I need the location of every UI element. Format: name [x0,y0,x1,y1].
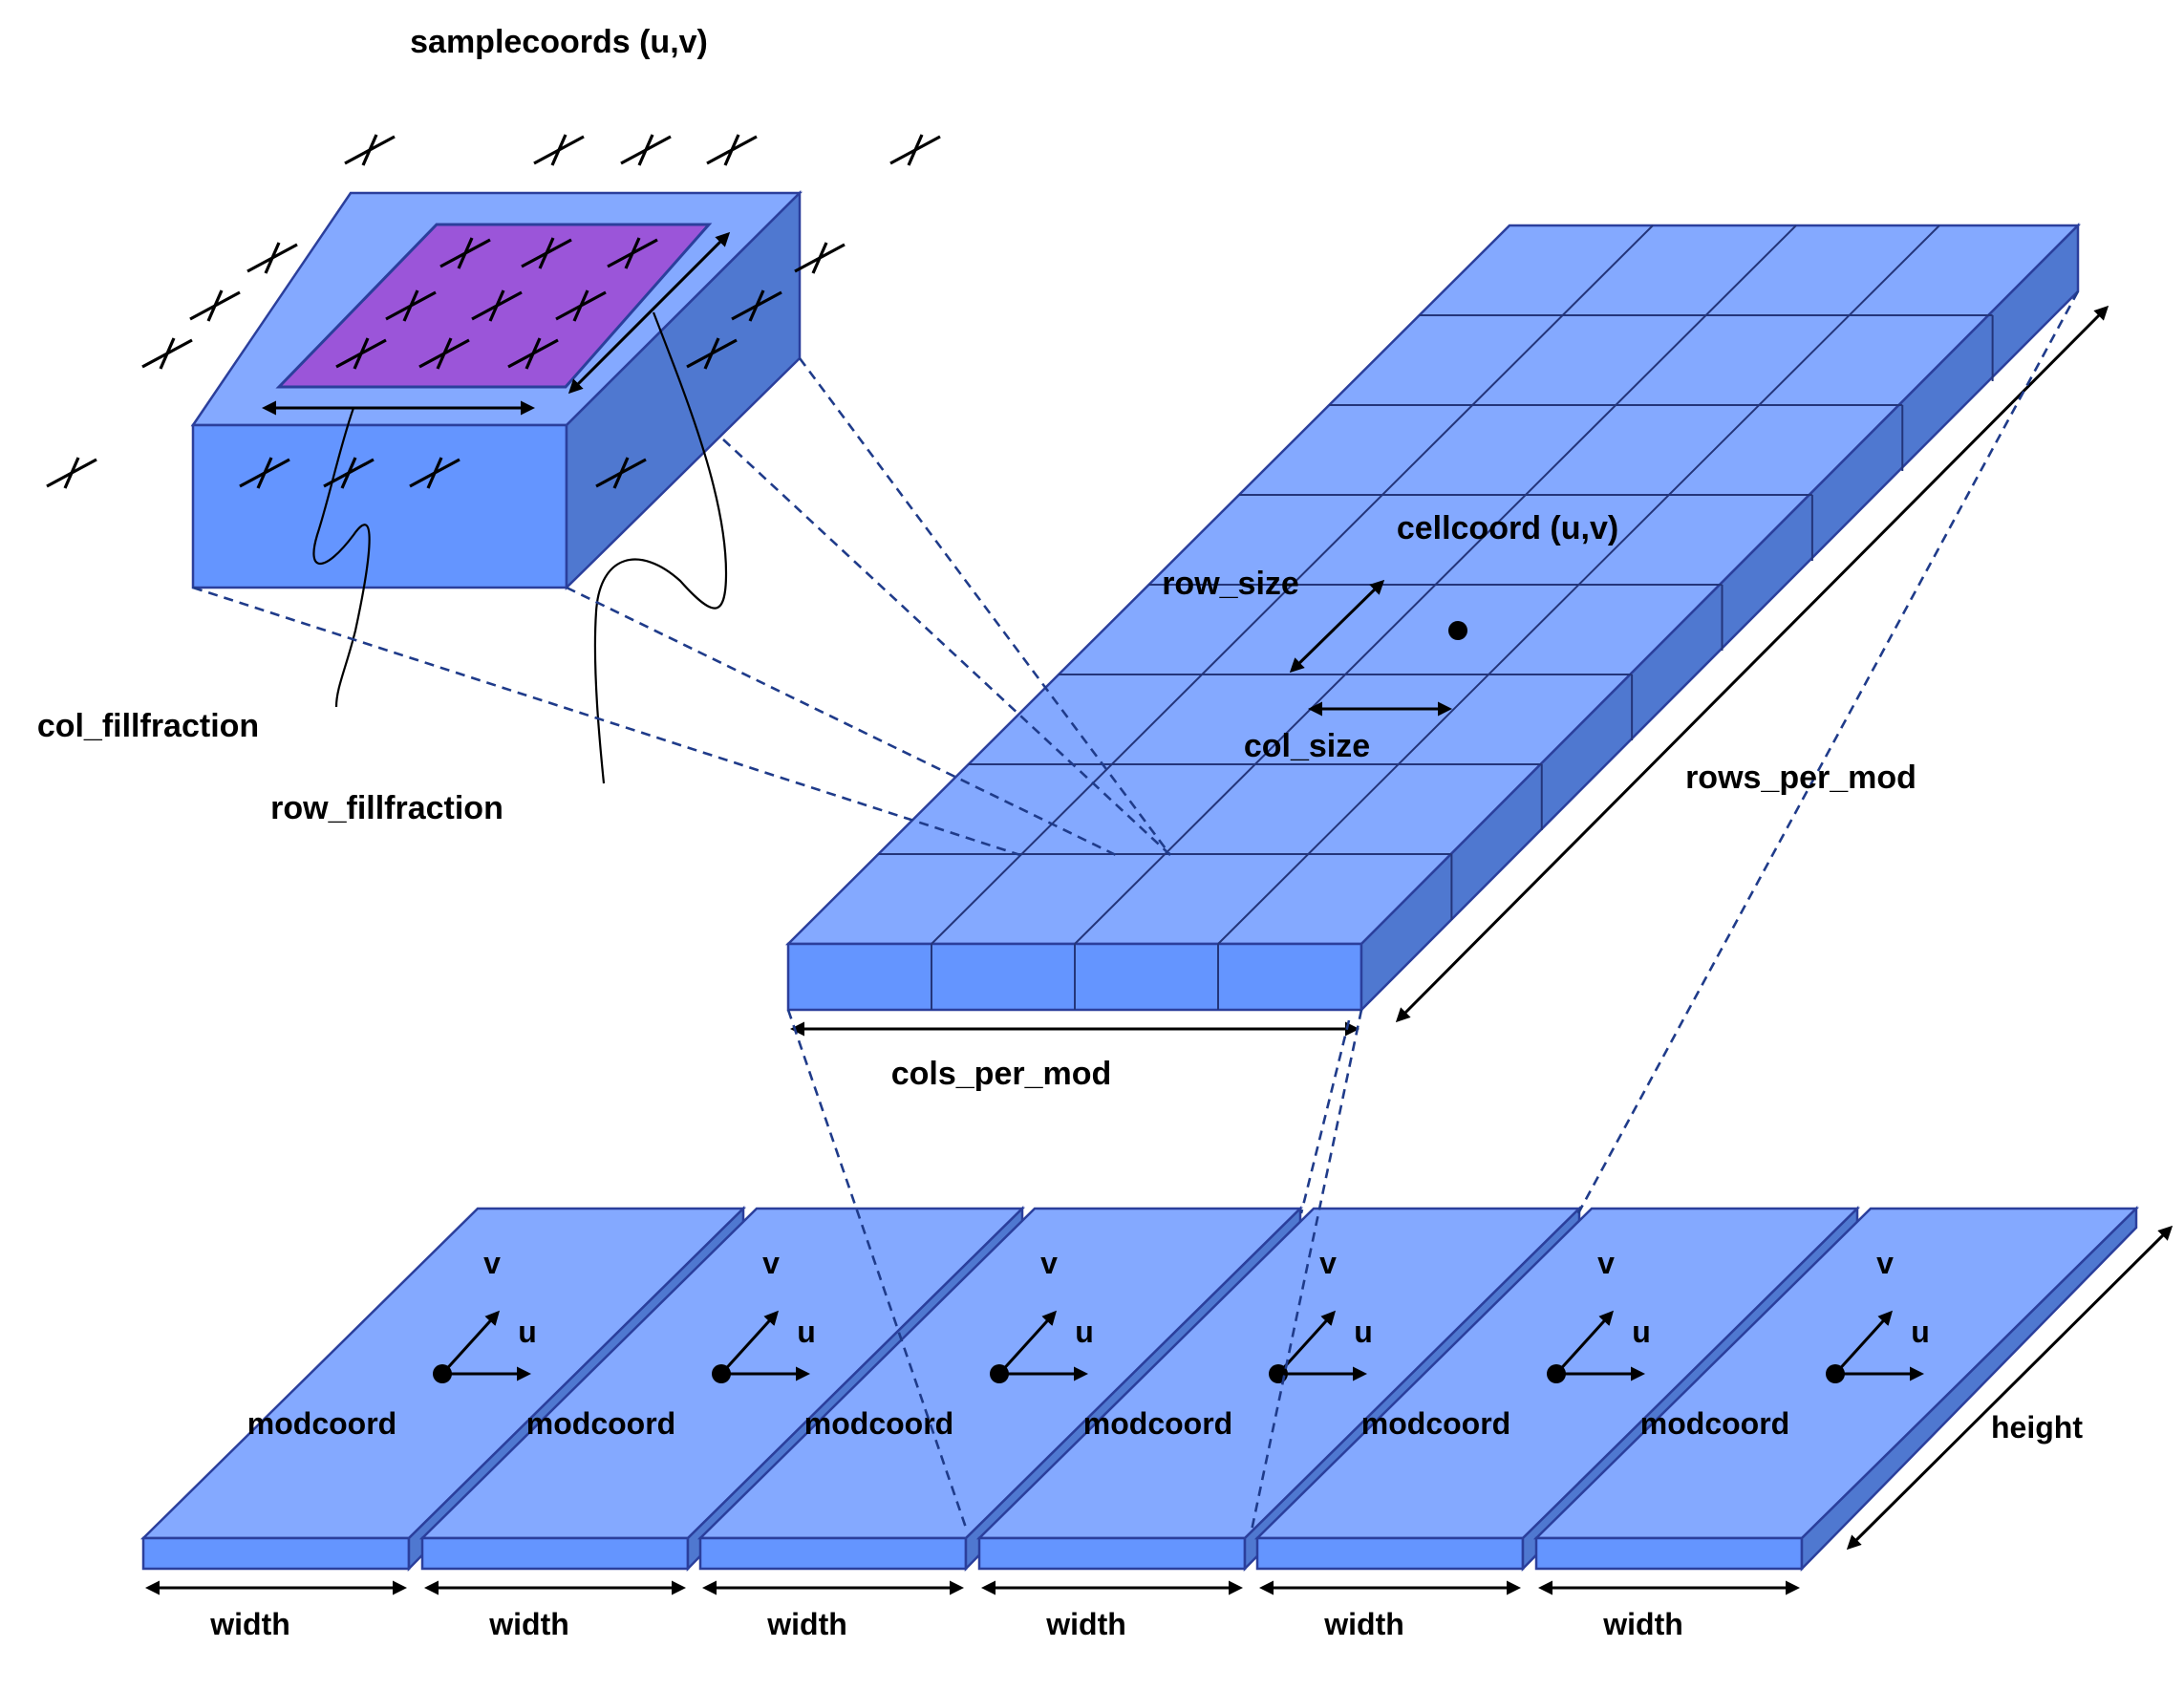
module-front-face [1534,1536,1804,1571]
sample-mark [457,237,474,269]
v-axis-label: v [1319,1246,1337,1280]
v-axis-label: v [1040,1246,1058,1280]
sample-mark [264,242,281,274]
v-axis-arrow [1554,1310,1615,1376]
u-axis-label: u [797,1315,816,1349]
sample-mark [811,242,828,274]
sample-mark [426,457,443,489]
cols-per-mod-label: cols_per_mod [891,1056,1112,1092]
modcoord-origin [433,1364,452,1383]
module-cell-grid [784,222,2109,1037]
sample-mark [525,337,542,370]
sample-mark [488,289,505,322]
v-axis-label: v [483,1246,501,1280]
col-fillfraction-label: col_fillfraction [37,708,259,744]
modcoord-label: modcoord [804,1406,953,1441]
modcoord-origin [712,1364,731,1383]
sample-mark [907,134,924,166]
v-axis-label: v [1876,1246,1894,1280]
zoomed-cell [46,134,941,784]
u-axis-label: u [1075,1315,1094,1349]
row-fillfraction-label: row_fillfraction [270,790,503,826]
sample-mark [361,134,378,166]
sample-mark [340,457,357,489]
sample-mark [159,337,176,370]
modcoord-origin [1826,1364,1845,1383]
modcoord-label: modcoord [247,1406,396,1441]
module-front-face [698,1536,968,1571]
height-label: height [1991,1410,2083,1445]
sample-mark [637,134,654,166]
sample-mark [206,289,224,322]
module-row: v u modcoord width v u modcoord width v u modcoord… [139,1206,2140,1641]
height-arrow [1846,1225,2173,1551]
module-front-face [420,1536,690,1571]
module-front-face [141,1536,411,1571]
v-axis-arrow [719,1310,780,1376]
v-axis-arrow [997,1310,1058,1376]
projection-lines [192,290,2080,1531]
row-size-label: row_size [1162,566,1299,602]
sample-mark [63,457,80,489]
width-label: width [488,1607,569,1641]
row-fill-arrow [567,231,731,395]
modcoord-label: modcoord [1083,1406,1232,1441]
sample-mark [748,289,765,322]
v-axis-label: v [1597,1246,1615,1280]
sample-mark [703,337,720,370]
modcoord-label: modcoord [526,1406,675,1441]
col-fillfraction-pointer [312,407,371,708]
width-label: width [1045,1607,1126,1641]
sample-mark [624,237,641,269]
row-size-arrow [1289,579,1385,674]
u-axis-label: u [518,1315,537,1349]
u-axis-label: u [1911,1315,1930,1349]
cellcoord-point [1448,621,1467,640]
width-label: width [766,1607,847,1641]
sample-mark [612,457,630,489]
sample-mark [256,457,273,489]
cellcoord-label: cellcoord (u,v) [1397,510,1618,546]
row-fillfraction-pointer [593,311,728,784]
v-axis-arrow [440,1310,501,1376]
sample-mark [538,237,555,269]
sample-coordinate-marks [46,134,941,489]
rows-per-mod-label: rows_per_mod [1685,760,1916,796]
width-label: width [1602,1607,1683,1641]
modcoord-label: modcoord [1640,1406,1789,1441]
width-label: width [209,1607,290,1641]
cell-front-face [191,423,568,589]
samplecoords-label: samplecoords (u,v) [410,24,708,60]
sample-mark [723,134,740,166]
sample-mark [572,289,589,322]
v-axis-label: v [762,1246,780,1280]
u-axis-label: u [1632,1315,1651,1349]
width-label: width [1323,1607,1404,1641]
sample-mark [550,134,567,166]
modcoord-origin [990,1364,1009,1383]
rows-per-mod-arrow [1395,305,2109,1023]
module-front-face [1255,1536,1525,1571]
u-axis-label: u [1354,1315,1373,1349]
sample-mark [402,289,419,322]
sample-mark [353,337,370,370]
modcoord-label: modcoord [1361,1406,1510,1441]
module-front-face [977,1536,1247,1571]
modcoord-origin [1547,1364,1566,1383]
col-size-label: col_size [1244,728,1370,764]
sample-mark [436,337,453,370]
